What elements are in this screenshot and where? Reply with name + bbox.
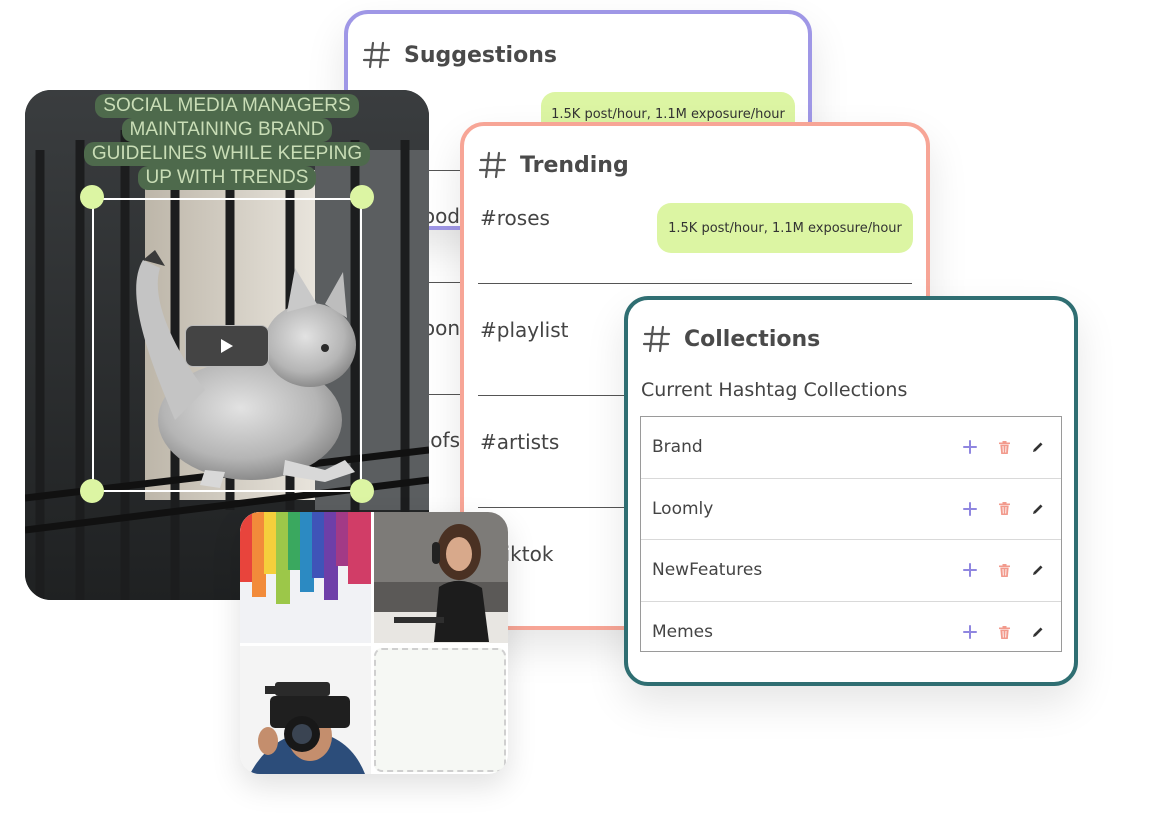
collection-row[interactable]: Memes (641, 602, 1061, 664)
collection-row[interactable]: Brand (641, 417, 1061, 479)
trash-icon[interactable] (987, 563, 1021, 577)
trending-tag[interactable]: #artists (480, 430, 560, 454)
collection-name: Loomly (652, 498, 714, 519)
crop-handle-top-right[interactable] (350, 185, 374, 209)
trending-header: Trending (478, 150, 629, 180)
plus-icon[interactable] (953, 563, 987, 578)
media-tile-paint[interactable] (240, 512, 371, 643)
trash-icon[interactable] (987, 440, 1021, 454)
hashtag-icon (478, 151, 507, 179)
media-tile-camera[interactable] (240, 646, 371, 774)
collection-name: Memes (652, 622, 714, 643)
plus-icon[interactable] (953, 501, 987, 516)
trending-tag[interactable]: #playlist (480, 318, 569, 342)
collections-table: Brand Loomly (640, 416, 1062, 652)
trending-divider (478, 283, 912, 284)
collections-header: Collections (642, 324, 820, 354)
crop-selection-box[interactable] (92, 198, 362, 492)
play-icon (221, 339, 233, 353)
trending-title: Trending (520, 152, 629, 178)
hashtag-icon (642, 325, 671, 353)
media-library-grid (240, 512, 508, 774)
collection-row[interactable]: Loomly (641, 479, 1061, 540)
collections-card: Collections Current Hashtag Collections … (624, 296, 1078, 686)
pencil-icon[interactable] (1021, 626, 1055, 638)
trending-tag[interactable]: #roses (480, 206, 550, 230)
collections-subtitle: Current Hashtag Collections (641, 379, 908, 401)
collection-name: Brand (652, 437, 703, 458)
podcaster-photo-image (374, 512, 508, 643)
plus-icon[interactable] (953, 440, 987, 455)
hashtag-icon (362, 41, 391, 69)
crop-handle-top-left[interactable] (80, 185, 104, 209)
trash-icon[interactable] (987, 502, 1021, 516)
caption-line: GUIDELINES WHILE KEEPING (83, 142, 371, 166)
play-button[interactable] (185, 325, 269, 367)
suggestions-header: Suggestions (362, 40, 557, 70)
video-caption: SOCIAL MEDIA MANAGERS MAINTAINING BRAND … (25, 94, 429, 190)
media-tile-podcast[interactable] (374, 512, 508, 643)
trash-icon[interactable] (987, 625, 1021, 639)
videographer-photo-image (240, 646, 371, 774)
crop-handle-bottom-left[interactable] (80, 479, 104, 503)
crop-handle-bottom-right[interactable] (350, 479, 374, 503)
collection-name: NewFeatures (652, 560, 763, 581)
pencil-icon[interactable] (1021, 441, 1055, 453)
paint-drips-image (240, 512, 371, 643)
trending-stats-pill: 1.5K post/hour, 1.1M exposure/hour (657, 203, 913, 253)
media-tile-empty-slot[interactable] (374, 648, 506, 772)
collection-row[interactable]: NewFeatures (641, 540, 1061, 602)
pencil-icon[interactable] (1021, 503, 1055, 515)
caption-line: MAINTAINING BRAND (121, 118, 333, 142)
pencil-icon[interactable] (1021, 564, 1055, 576)
caption-line: UP WITH TRENDS (137, 166, 317, 190)
collections-title: Collections (684, 326, 821, 352)
suggestions-title: Suggestions (404, 42, 557, 68)
caption-line: SOCIAL MEDIA MANAGERS (95, 94, 359, 118)
plus-icon[interactable] (953, 625, 987, 640)
